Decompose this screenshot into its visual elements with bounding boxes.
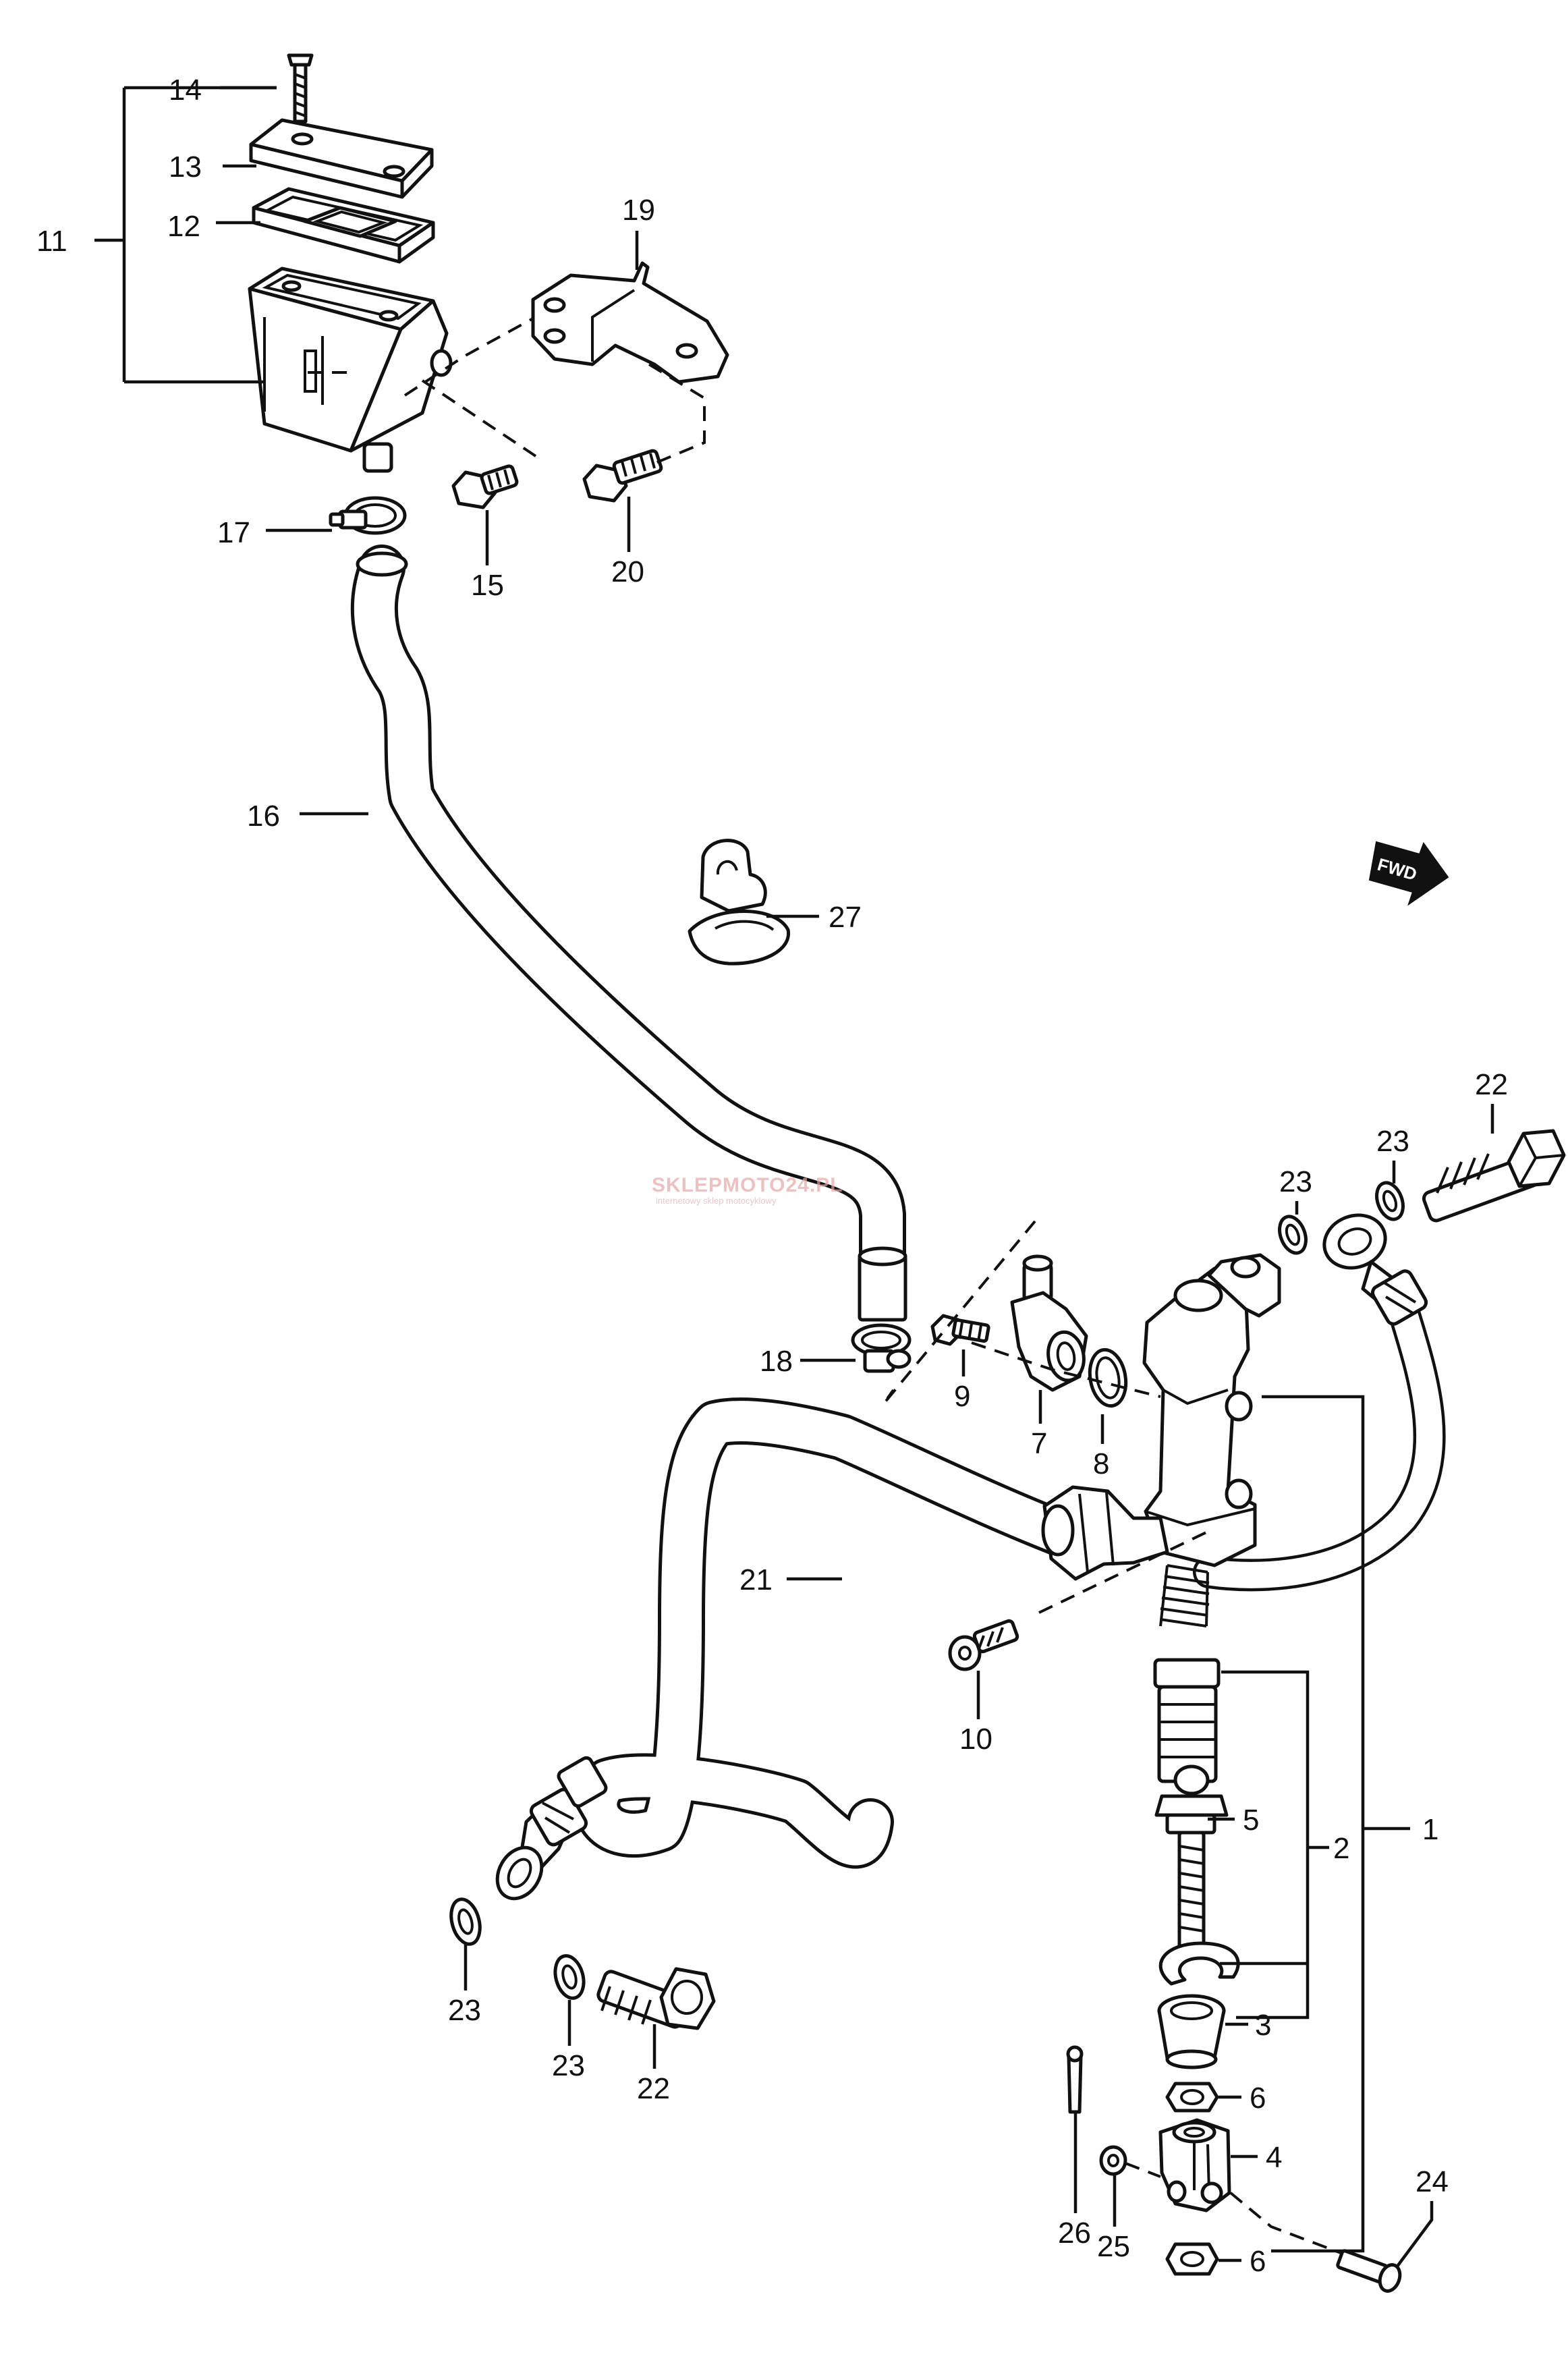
callout-22-upper: 22 — [1475, 1068, 1508, 1101]
reservoir-body — [248, 267, 453, 473]
callout-12: 12 — [167, 210, 200, 243]
leader-lines — [94, 86, 1494, 2268]
reservoir-mount-bolt — [451, 464, 519, 509]
callout-11: 11 — [36, 225, 67, 258]
boot — [1157, 1994, 1226, 2069]
assembly-line-pin — [1229, 2192, 1343, 2255]
reservoir-cap-screw — [287, 53, 314, 123]
return-spring — [1159, 1564, 1210, 1627]
rear-master-cylinder-body — [1041, 1253, 1281, 1581]
hose-guide-clip — [688, 839, 790, 966]
watermark-brand: SKLEPMOTO — [652, 1174, 785, 1196]
callout-16: 16 — [247, 800, 280, 833]
callout-6-upper: 6 — [1250, 2082, 1266, 2115]
push-rod — [1154, 1764, 1229, 1953]
union-bolt-upper — [1422, 1129, 1566, 1223]
callout-numbers: 14 13 12 11 19 17 15 20 16 27 22 23 23 1… — [36, 74, 1508, 2278]
sealing-washer-upper-right — [1375, 1181, 1405, 1221]
callout-26: 26 — [1058, 2217, 1091, 2250]
brake-hose — [573, 1397, 1094, 1869]
callout-23-lower-left: 23 — [448, 1994, 481, 2027]
callout-1: 1 — [1422, 1813, 1438, 1846]
callout-23-upper-right: 23 — [1376, 1125, 1409, 1158]
clevis-pin — [1336, 2249, 1402, 2293]
circlip — [1158, 1941, 1240, 1986]
callout-17: 17 — [217, 516, 250, 549]
watermark-brand-suffix: .PL — [810, 1174, 843, 1196]
cotter-pin — [1066, 2045, 1084, 2114]
callout-13: 13 — [169, 150, 202, 184]
callout-8: 8 — [1093, 1447, 1109, 1480]
callout-25: 25 — [1097, 2230, 1130, 2263]
callout-7: 7 — [1031, 1427, 1047, 1460]
assembly-line-joint — [883, 1220, 1036, 1405]
forward-direction-badge: FWD — [1368, 841, 1449, 906]
watermark-brand-box: 24 — [785, 1174, 809, 1196]
callout-4: 4 — [1266, 2141, 1282, 2174]
callout-2: 2 — [1333, 1832, 1349, 1865]
reservoir-cap — [249, 118, 434, 199]
reservoir-assembly — [248, 53, 453, 473]
callout-3: 3 — [1255, 2009, 1271, 2042]
callout-5: 5 — [1243, 1804, 1259, 1837]
lower-hose-fitting — [495, 1756, 608, 1901]
outlet-brake-hose — [1193, 1286, 1446, 1592]
sealing-washer-lower-right — [553, 1954, 586, 2000]
watermark-tagline: internetowy sklep motocyklowy — [656, 1196, 777, 1206]
joint-o-ring — [1088, 1347, 1128, 1408]
assembly-line-19 — [403, 317, 534, 397]
hose-joint — [1010, 1254, 1088, 1392]
reservoir-hose — [350, 545, 907, 1322]
piston-assembly — [1153, 1658, 1221, 1783]
joint-screw — [930, 1314, 990, 1346]
union-bolt-lower — [596, 1967, 716, 2030]
assembly-line-bolt — [1038, 1530, 1208, 1614]
callout-18: 18 — [760, 1345, 793, 1378]
callout-27: 27 — [829, 901, 862, 934]
assembly-line-15 — [421, 379, 537, 457]
lock-nut-upper — [1165, 2082, 1219, 2113]
svg-text:SKLEPMOTO24.PL: SKLEPMOTO24.PL — [652, 1174, 843, 1196]
callout-10: 10 — [959, 1723, 992, 1756]
watermark: SKLEPMOTO24.PL internetowy sklep motocyk… — [652, 1174, 843, 1206]
callout-22-lower: 22 — [637, 2072, 670, 2105]
lower-hose-clamp — [851, 1323, 912, 1373]
reservoir-diaphragm — [252, 187, 435, 264]
callout-9: 9 — [954, 1380, 970, 1413]
assembly-line-washer — [1125, 2162, 1161, 2178]
assembly-line-screw — [971, 1341, 1161, 1398]
assembly-line-20 — [648, 363, 706, 467]
sealing-washer-lower-left — [449, 1897, 482, 1946]
lock-nut-lower — [1165, 2242, 1219, 2276]
callout-21: 21 — [739, 1563, 773, 1596]
upper-hose-clamp — [329, 496, 407, 535]
reservoir-bracket — [531, 261, 729, 384]
callout-15: 15 — [471, 569, 504, 602]
callout-23-upper-left: 23 — [1279, 1165, 1312, 1198]
cylinder-mount-bolt — [948, 1619, 1019, 1671]
sealing-washer-upper-left — [1278, 1215, 1308, 1255]
callout-20: 20 — [611, 555, 644, 588]
clevis-joint — [1158, 2118, 1231, 2212]
bracket-mount-bolt — [582, 449, 663, 503]
callout-6-lower: 6 — [1250, 2245, 1266, 2278]
upper-banjo-fitting — [1322, 1213, 1428, 1326]
callout-19: 19 — [622, 194, 655, 227]
clevis-washer — [1099, 2145, 1127, 2176]
callout-14: 14 — [169, 74, 202, 107]
callout-23-lower-right: 23 — [552, 2049, 585, 2082]
callout-24: 24 — [1416, 2165, 1449, 2198]
